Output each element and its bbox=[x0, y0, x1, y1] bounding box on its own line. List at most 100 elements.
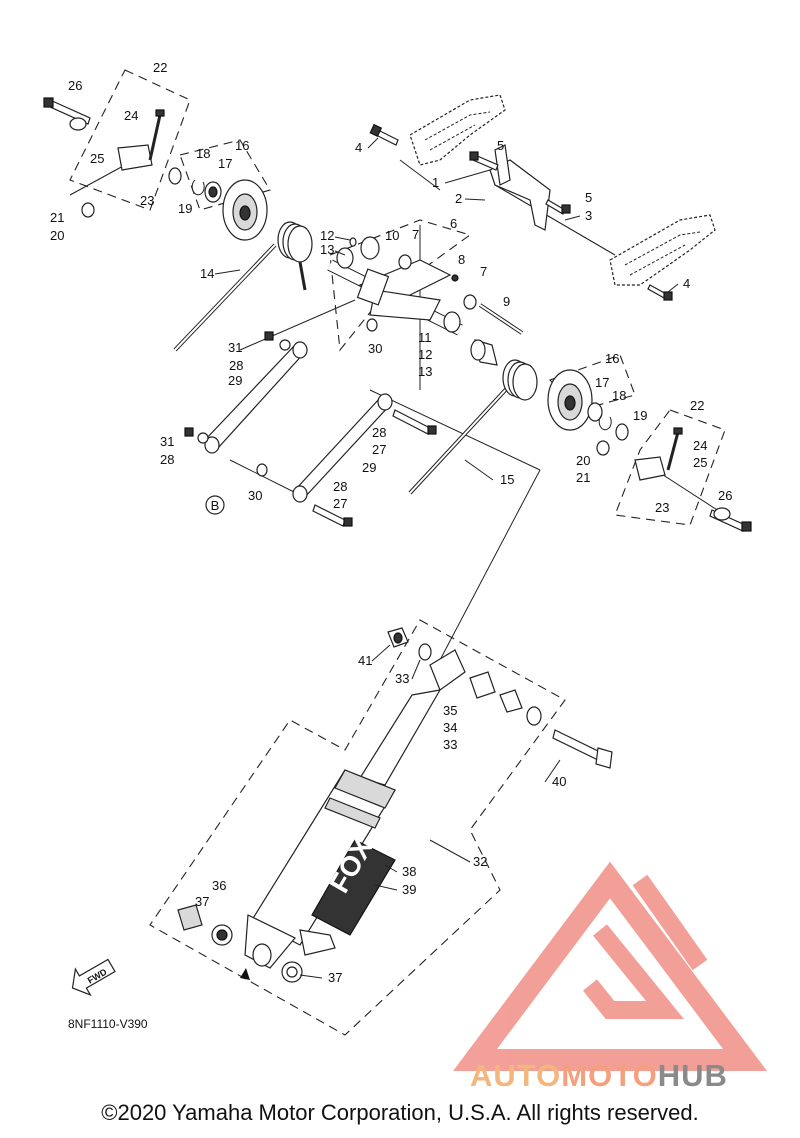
svg-text:18: 18 bbox=[196, 146, 210, 161]
svg-text:19: 19 bbox=[633, 408, 647, 423]
svg-text:28: 28 bbox=[160, 452, 174, 467]
collar-37-lower bbox=[281, 961, 303, 983]
link-29-left bbox=[204, 341, 308, 454]
svg-text:23: 23 bbox=[655, 500, 669, 515]
svg-text:23: 23 bbox=[140, 193, 154, 208]
copyright-notice: ©2020 Yamaha Motor Corporation, U.S.A. A… bbox=[101, 1100, 699, 1125]
shaft-3 bbox=[494, 184, 616, 256]
svg-text:1: 1 bbox=[432, 175, 439, 190]
bracket-25-right bbox=[634, 456, 666, 481]
svg-text:34: 34 bbox=[443, 720, 457, 735]
collar-37-upper bbox=[211, 924, 233, 946]
bushing-13-upper bbox=[336, 247, 354, 269]
svg-text:22: 22 bbox=[153, 60, 167, 75]
bushing-13-lower bbox=[470, 339, 498, 366]
automotohub-logo bbox=[453, 861, 767, 1071]
bolt-24-left bbox=[148, 109, 165, 161]
diagram-code: 8NF1110-V390 bbox=[68, 1017, 148, 1031]
upper-arm-1 bbox=[489, 144, 551, 231]
svg-text:9: 9 bbox=[503, 294, 510, 309]
svg-text:39: 39 bbox=[402, 882, 416, 897]
svg-text:25: 25 bbox=[90, 151, 104, 166]
collar-20-right bbox=[596, 440, 610, 456]
svg-text:2: 2 bbox=[455, 191, 462, 206]
svg-text:16: 16 bbox=[235, 138, 249, 153]
svg-text:35: 35 bbox=[443, 703, 457, 718]
svg-text:27: 27 bbox=[333, 496, 347, 511]
svg-text:25: 25 bbox=[693, 455, 707, 470]
collar-30-lower bbox=[256, 463, 268, 477]
svg-text:22: 22 bbox=[690, 398, 704, 413]
washer-33-lower bbox=[526, 706, 542, 726]
link-29-right bbox=[292, 393, 393, 503]
svg-text:12: 12 bbox=[418, 347, 432, 362]
ref-marker-b: B bbox=[205, 495, 225, 515]
svg-text:26: 26 bbox=[68, 78, 82, 93]
svg-text:33: 33 bbox=[395, 671, 409, 686]
svg-text:30: 30 bbox=[368, 341, 382, 356]
bolt-24-right bbox=[666, 427, 683, 471]
svg-text:41: 41 bbox=[358, 653, 372, 668]
bolt-4-lower bbox=[647, 284, 673, 301]
bolt-27-lower bbox=[312, 504, 353, 527]
group-box-6 bbox=[329, 219, 472, 352]
svg-text:14: 14 bbox=[200, 266, 214, 281]
svg-text:12: 12 bbox=[320, 228, 334, 243]
svg-text:31: 31 bbox=[228, 340, 242, 355]
svg-text:20: 20 bbox=[50, 228, 64, 243]
svg-text:5: 5 bbox=[585, 190, 592, 205]
svg-text:28: 28 bbox=[372, 425, 386, 440]
svg-text:5: 5 bbox=[497, 138, 504, 153]
grease-nipple-8 bbox=[451, 274, 459, 282]
svg-text:27: 27 bbox=[372, 442, 386, 457]
svg-text:29: 29 bbox=[228, 373, 242, 388]
svg-text:28: 28 bbox=[229, 358, 243, 373]
svg-text:16: 16 bbox=[605, 351, 619, 366]
bushing-36 bbox=[177, 904, 203, 931]
svg-text:8: 8 bbox=[458, 252, 465, 267]
bolt-31-upper bbox=[264, 331, 291, 351]
svg-text:28: 28 bbox=[333, 479, 347, 494]
svg-text:17: 17 bbox=[595, 375, 609, 390]
bushing-35 bbox=[469, 671, 496, 699]
bearing-17-right bbox=[587, 402, 603, 422]
slide-rail-bracket-upper bbox=[409, 94, 506, 166]
wordmark-auto: AUTO bbox=[470, 1058, 562, 1093]
svg-text:38: 38 bbox=[402, 864, 416, 879]
collar-11 bbox=[443, 311, 461, 333]
svg-text:18: 18 bbox=[612, 388, 626, 403]
bolt-26-left bbox=[43, 97, 91, 131]
svg-text:36: 36 bbox=[212, 878, 226, 893]
collar-19-right bbox=[615, 423, 629, 441]
svg-text:37: 37 bbox=[195, 894, 209, 909]
group-box-32 bbox=[149, 619, 566, 1036]
bearing-17-left bbox=[204, 181, 222, 203]
collar-7-upper bbox=[398, 254, 412, 270]
svg-text:6: 6 bbox=[450, 216, 457, 231]
circlip-18-left bbox=[191, 179, 205, 196]
svg-text:19: 19 bbox=[178, 201, 192, 216]
svg-text:3: 3 bbox=[585, 208, 592, 223]
collar-19-left bbox=[168, 167, 182, 185]
svg-text:11: 11 bbox=[418, 330, 432, 345]
bolt-5-upper bbox=[469, 151, 499, 171]
washer-33-upper bbox=[418, 643, 432, 661]
collar-7-lower bbox=[463, 294, 477, 310]
group-box-22-right bbox=[614, 409, 726, 526]
svg-text:13: 13 bbox=[320, 242, 334, 257]
svg-text:7: 7 bbox=[412, 227, 419, 242]
bolt-4-upper bbox=[369, 123, 399, 146]
svg-text:29: 29 bbox=[362, 460, 376, 475]
svg-text:30: 30 bbox=[248, 488, 262, 503]
svg-text:37: 37 bbox=[328, 970, 342, 985]
bolt-31-lower bbox=[184, 427, 209, 444]
automotohub-wordmark: AUTOMOTOHUB bbox=[470, 1058, 728, 1094]
svg-text:7: 7 bbox=[480, 264, 487, 279]
spring-15 bbox=[408, 359, 538, 495]
svg-text:31: 31 bbox=[160, 434, 174, 449]
svg-text:20: 20 bbox=[576, 453, 590, 468]
svg-text:B: B bbox=[211, 498, 220, 513]
svg-text:21: 21 bbox=[50, 210, 64, 225]
shaft-9 bbox=[478, 303, 524, 335]
